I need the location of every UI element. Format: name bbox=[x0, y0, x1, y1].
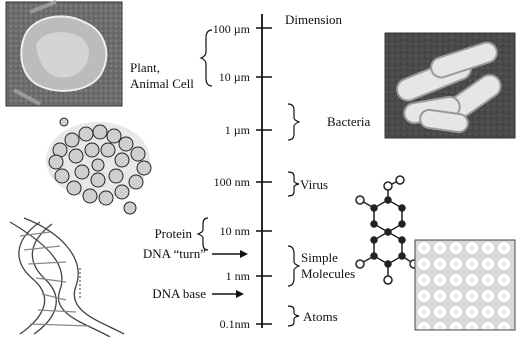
tick-label-10um: 10 µm bbox=[219, 70, 251, 84]
tick-label-100nm: 100 nm bbox=[214, 175, 251, 189]
tick-label-10nm: 10 nm bbox=[220, 224, 251, 238]
label-dna-turn: DNA “turn” bbox=[143, 246, 206, 261]
brace-bacteria bbox=[288, 104, 299, 140]
brace-plant-cell bbox=[201, 30, 212, 86]
arrowhead-dna-turn bbox=[240, 250, 248, 258]
label-protein: Protein bbox=[154, 226, 192, 241]
label-plant-cell-line1: Plant, bbox=[130, 60, 160, 75]
tick-label-100um: 100 µm bbox=[213, 22, 251, 36]
tick-label-1um: 1 µm bbox=[225, 123, 251, 137]
molecule-structure bbox=[356, 176, 418, 284]
arrowhead-dna-base bbox=[236, 290, 244, 298]
brace-virus bbox=[288, 172, 299, 196]
label-plant-cell-line2: Animal Cell bbox=[130, 76, 194, 91]
tick-label-01nm: 0.1nm bbox=[220, 317, 251, 331]
label-bacteria: Bacteria bbox=[327, 114, 371, 129]
label-simple-line1: Simple bbox=[301, 250, 338, 265]
protein-model bbox=[46, 118, 151, 214]
dna-helix bbox=[10, 218, 124, 337]
label-dna-base: DNA base bbox=[152, 286, 206, 301]
cell-micrograph bbox=[6, 2, 122, 106]
scale-bar bbox=[256, 14, 272, 328]
brace-atoms bbox=[288, 306, 299, 326]
label-simple-line2: Molecules bbox=[301, 266, 355, 281]
scale-header: Dimension bbox=[285, 12, 343, 27]
tick-label-1nm: 1 nm bbox=[226, 269, 251, 283]
bacteria-micrograph bbox=[385, 33, 515, 138]
brace-simple-molecules bbox=[288, 246, 299, 286]
label-virus: Virus bbox=[300, 177, 328, 192]
label-atoms: Atoms bbox=[303, 309, 338, 324]
atom-lattice bbox=[415, 240, 515, 330]
